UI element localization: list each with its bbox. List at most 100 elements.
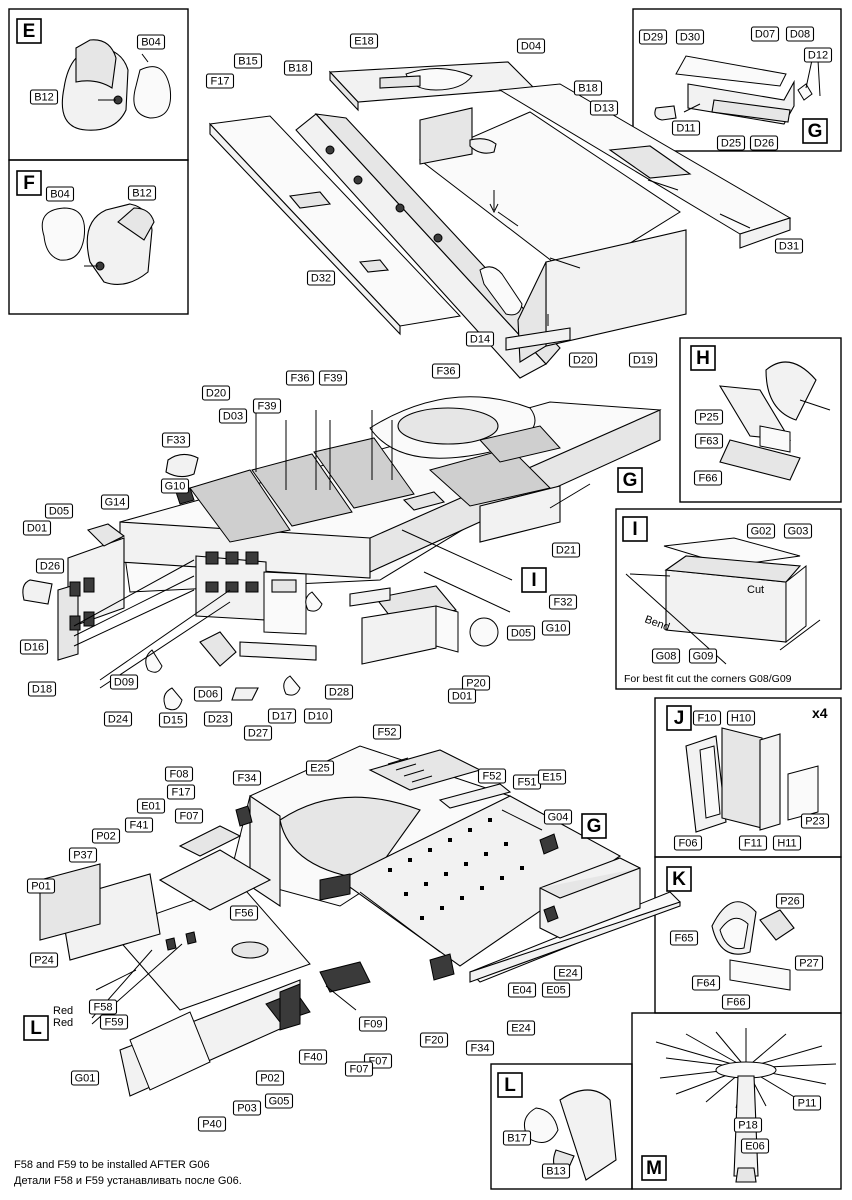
part-label-text: D10 (308, 710, 328, 722)
step-letter-text: J (674, 708, 685, 729)
part-label-text: D05 (511, 627, 531, 639)
part-label-b13: B13 (541, 1163, 571, 1179)
part-label-d05: D05 (506, 625, 536, 641)
middle-hull-drawing (22, 396, 662, 711)
part-label-text: F63 (700, 435, 719, 447)
part-label-text: D32 (311, 272, 331, 284)
part-label-text: D26 (40, 560, 60, 572)
part-label-f36: F36 (431, 363, 461, 379)
part-label-p02: P02 (255, 1070, 285, 1086)
panel-e-drawing (61, 39, 172, 131)
part-label-f39: F39 (252, 398, 282, 414)
part-label-text: F09 (364, 1018, 383, 1030)
part-label-text: D06 (198, 688, 218, 700)
red-text-2: Red (53, 1017, 73, 1029)
part-label-d26: D26 (749, 135, 779, 151)
part-label-text: P03 (237, 1102, 257, 1114)
part-label-d12: D12 (803, 47, 833, 63)
part-label-g02: G02 (746, 523, 776, 539)
part-label-text: P25 (699, 411, 719, 423)
frame-panel-f (8, 159, 189, 315)
part-label-text: F34 (238, 772, 257, 784)
step-letter-i: I (521, 567, 547, 593)
part-label-text: D09 (114, 676, 134, 688)
part-label-d27: D27 (243, 725, 273, 741)
part-label-f11: F11 (738, 835, 768, 851)
part-label-text: F11 (744, 837, 762, 849)
part-label-text: F32 (554, 596, 573, 608)
step-letter-text: G (587, 816, 602, 837)
part-label-f17: F17 (205, 73, 235, 89)
part-label-p02: P02 (91, 828, 121, 844)
part-label-f56: F56 (229, 905, 259, 921)
part-label-text: F06 (679, 837, 698, 849)
step-letter-text: L (504, 1075, 516, 1096)
part-label-p40: P40 (197, 1116, 227, 1132)
part-label-d14: D14 (465, 331, 495, 347)
part-label-g04: G04 (543, 809, 573, 825)
part-label-f34: F34 (232, 770, 262, 786)
frame-panel-g (632, 8, 842, 152)
part-label-text: F51 (518, 776, 537, 788)
step-letter-text: F (23, 173, 35, 194)
part-label-g14: G14 (100, 494, 130, 510)
part-label-text: H11 (777, 837, 796, 849)
part-label-b12: B12 (127, 185, 157, 201)
part-label-b18: B18 (573, 80, 603, 96)
panel-f-drawing (41, 203, 155, 285)
part-label-e01: E01 (136, 798, 166, 814)
part-label-d21: D21 (551, 542, 581, 558)
part-label-p23: P23 (800, 813, 830, 829)
step-letter-text: G (808, 121, 823, 142)
part-label-text: E01 (141, 800, 161, 812)
part-label-text: P26 (780, 895, 800, 907)
part-label-d13: D13 (589, 100, 619, 116)
part-label-b18: B18 (283, 60, 313, 76)
part-label-text: D19 (633, 354, 653, 366)
part-label-g09: G09 (688, 648, 718, 664)
part-label-p11: P11 (792, 1095, 822, 1111)
part-label-text: D12 (808, 49, 828, 61)
part-label-text: D14 (470, 333, 490, 345)
part-label-text: B04 (141, 36, 161, 48)
part-label-text: D04 (521, 40, 541, 52)
part-label-e05: E05 (541, 982, 571, 998)
part-label-f07: F07 (174, 808, 204, 824)
part-label-h11: H11 (772, 835, 802, 851)
part-label-f08: F08 (164, 766, 194, 782)
part-label-f58: F58 (88, 999, 118, 1015)
part-label-text: D23 (208, 713, 228, 725)
part-label-text: F64 (697, 977, 716, 989)
part-label-f66: F66 (693, 470, 723, 486)
part-label-d18: D18 (27, 681, 57, 697)
footer-note-line-2: Детали F58 и F59 устанавливать после G06… (14, 1175, 242, 1187)
part-label-text: G08 (656, 650, 677, 662)
part-label-text: D25 (721, 137, 741, 149)
bottom-hull-drawing (39, 745, 681, 1097)
part-label-f17: F17 (166, 784, 196, 800)
part-label-g03: G03 (783, 523, 813, 539)
part-label-p03: P03 (232, 1100, 262, 1116)
part-label-p18: P18 (733, 1117, 763, 1133)
step-letter-text: E (23, 21, 36, 42)
part-label-text: D24 (108, 713, 128, 725)
part-label-text: G03 (788, 525, 809, 537)
part-label-text: F34 (471, 1042, 490, 1054)
part-label-d04: D04 (516, 38, 546, 54)
part-label-p24: P24 (29, 952, 59, 968)
part-label-text: F07 (350, 1063, 369, 1075)
part-label-e25: E25 (305, 760, 335, 776)
part-label-text: D21 (556, 544, 576, 556)
part-label-f32: F32 (548, 594, 578, 610)
part-label-f34: F34 (465, 1040, 495, 1056)
part-label-d32: D32 (306, 270, 336, 286)
part-label-d31: D31 (774, 238, 804, 254)
panel-h-drawing (718, 361, 831, 481)
part-label-text: D01 (27, 522, 47, 534)
part-label-text: F17 (172, 786, 191, 798)
part-label-text: D16 (24, 641, 44, 653)
part-label-text: F41 (130, 819, 149, 831)
part-label-p26: P26 (775, 893, 805, 909)
step-letter-j: J (666, 705, 692, 731)
